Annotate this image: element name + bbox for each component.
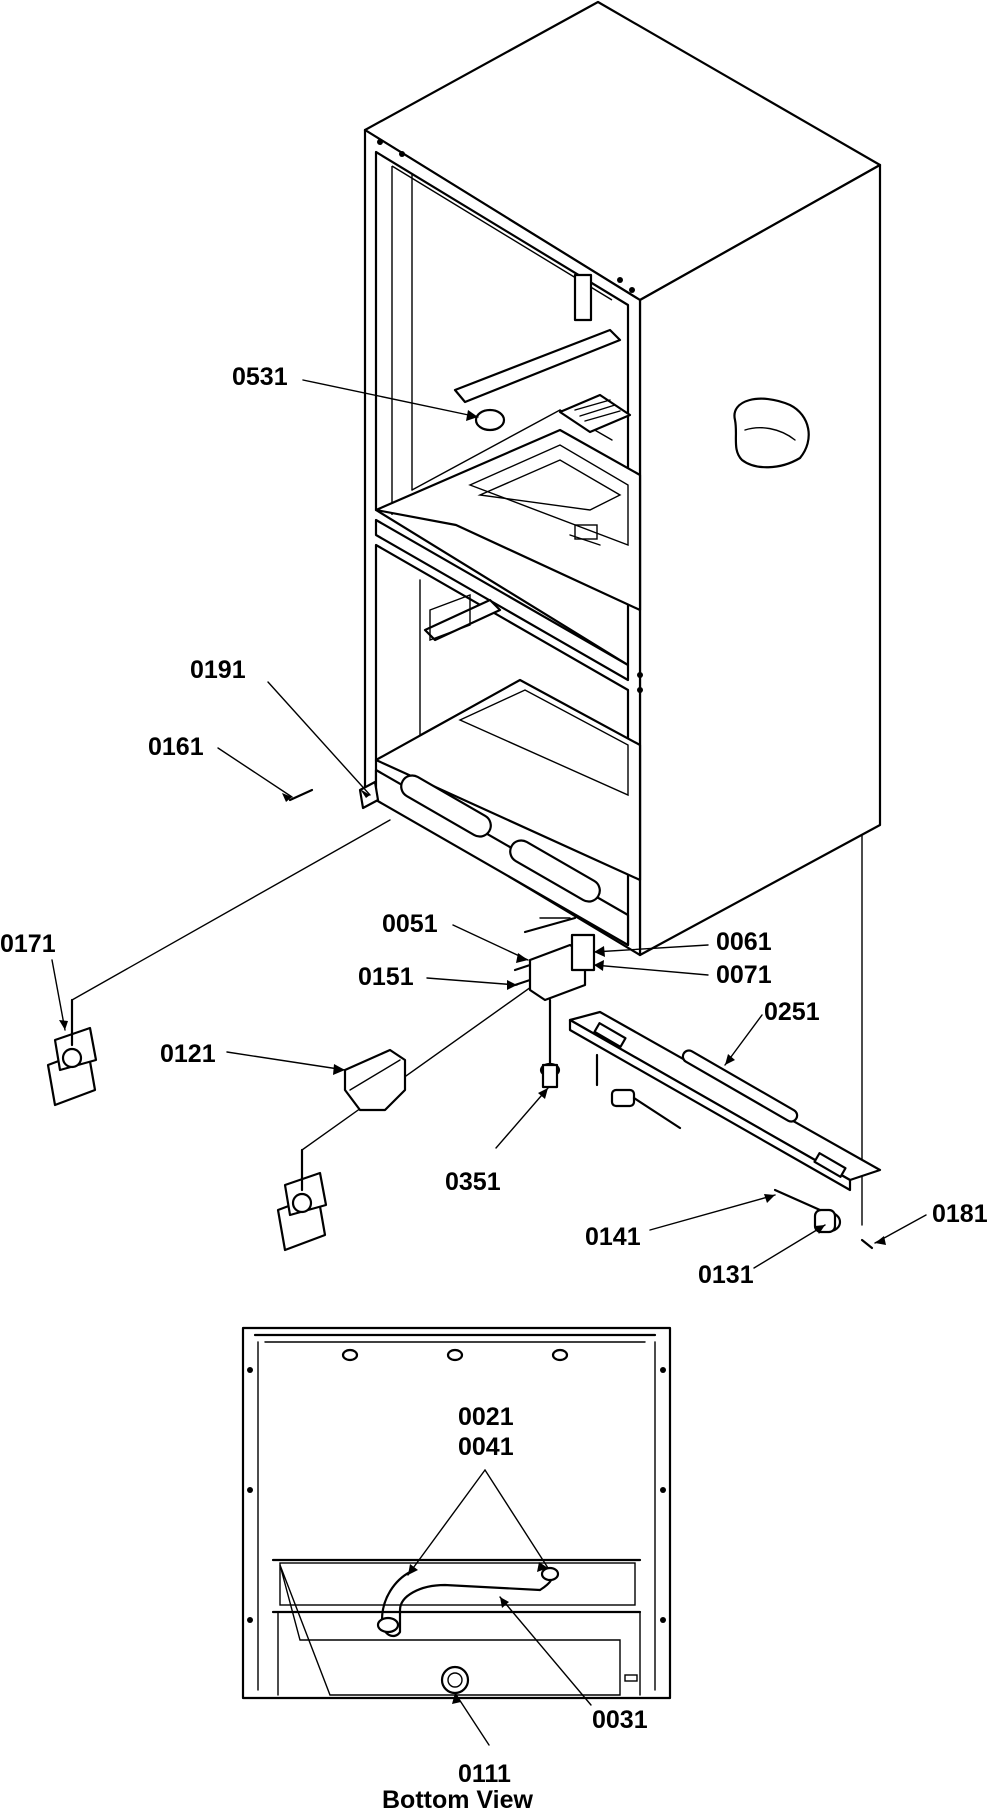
- part-labels: 0531 0191 0161 0171 0051 0151 0061 0071 …: [0, 363, 988, 1788]
- label-0161: 0161: [148, 733, 204, 761]
- label-0021: 0021: [458, 1403, 514, 1431]
- label-0251: 0251: [764, 998, 820, 1026]
- hardware-parts: [288, 780, 882, 1250]
- bottom-view-drawing: [241, 1326, 672, 1700]
- label-0151: 0151: [358, 963, 414, 991]
- label-0061: 0061: [716, 928, 772, 956]
- label-0141: 0141: [585, 1223, 641, 1251]
- water-valve-upper: [46, 998, 98, 1107]
- label-0121: 0121: [160, 1040, 216, 1068]
- label-0191: 0191: [190, 656, 246, 684]
- label-0171: 0171: [0, 930, 56, 958]
- label-0041: 0041: [458, 1433, 514, 1461]
- label-0351: 0351: [445, 1168, 501, 1196]
- refrigerator-cabinet: [363, 0, 882, 957]
- label-0531: 0531: [232, 363, 288, 391]
- leader-arrowheads: [59, 410, 886, 1704]
- leader-lines: [51, 379, 927, 1746]
- label-0031: 0031: [592, 1706, 648, 1734]
- water-valve-lower: [276, 1148, 328, 1252]
- label-0111: 0111: [458, 1760, 511, 1788]
- bottom-view-caption: Bottom View: [382, 1786, 533, 1810]
- label-0131: 0131: [698, 1261, 754, 1289]
- label-0071: 0071: [716, 961, 772, 989]
- label-0181: 0181: [932, 1200, 988, 1228]
- label-0051: 0051: [382, 910, 438, 938]
